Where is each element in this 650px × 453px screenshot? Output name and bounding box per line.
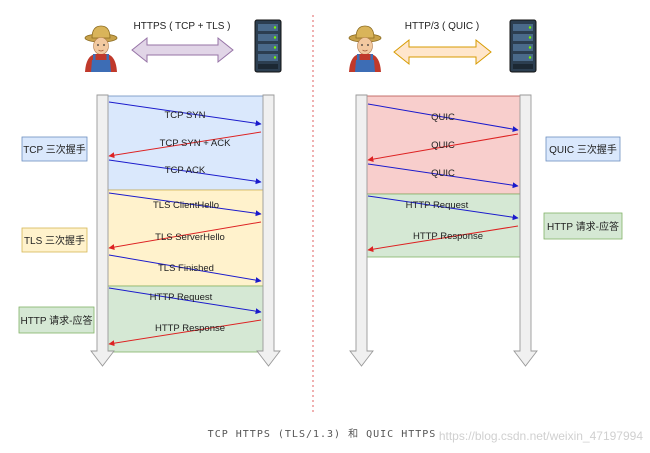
msg-label: TCP ACK — [165, 165, 206, 176]
quic-phase-region — [365, 95, 522, 195]
tls-phase-region — [106, 189, 265, 287]
double-arrow-icon — [393, 38, 492, 66]
msg-arrow-c2s — [367, 163, 519, 189]
msg-label: TCP SYN + ACK — [160, 138, 232, 149]
double-arrow-icon — [131, 36, 234, 64]
msg-label: TLS ServerHello — [155, 232, 225, 243]
phase-label-tls: TLS 三次握手 — [21, 227, 88, 253]
phase-label-tcp: TCP 三次握手 — [21, 136, 88, 162]
msg-arrow-c2s — [108, 287, 262, 315]
msg-label: QUIC — [431, 112, 455, 123]
server-timeline — [256, 94, 281, 367]
phase-label-http: HTTP 请求-应答 — [18, 306, 95, 334]
svg-text:HTTP 请求-应答: HTTP 请求-应答 — [20, 314, 92, 327]
client-timeline — [90, 94, 115, 367]
msg-label: HTTP Response — [413, 231, 483, 242]
msg-arrow-c2s — [108, 159, 262, 185]
msg-label: TLS Finished — [158, 263, 214, 274]
msg-label: HTTP Response — [155, 323, 225, 334]
msg-label: TLS ClientHello — [153, 200, 219, 211]
msg-label: TCP SYN — [164, 110, 205, 121]
svg-text:TCP 三次握手: TCP 三次握手 — [23, 143, 86, 156]
phase-label-quic: QUIC 三次握手 — [545, 136, 621, 162]
svg-text:QUIC 三次握手: QUIC 三次握手 — [549, 143, 617, 156]
msg-arrow-s2c — [108, 221, 262, 251]
msg-label: QUIC — [431, 140, 455, 151]
msg-label: HTTP Request — [406, 200, 469, 211]
figure-caption: TCP HTTPS (TLS/1.3) 和 QUIC HTTPS — [208, 428, 437, 440]
msg-arrow-s2c — [367, 225, 519, 253]
msg-arrow-c2s — [108, 192, 262, 217]
user-icon — [84, 25, 118, 73]
phase-label-http: HTTP 请求-应答 — [543, 212, 623, 240]
server-icon — [254, 19, 282, 73]
server-timeline — [513, 94, 538, 367]
watermark: https://blog.csdn.net/weixin_47197994 — [439, 429, 643, 443]
msg-arrow-s2c — [108, 131, 262, 159]
svg-text:HTTP 请求-应答: HTTP 请求-应答 — [547, 220, 619, 233]
msg-arrow-c2s — [367, 195, 519, 221]
msg-arrow-c2s — [367, 103, 519, 133]
msg-label: QUIC — [431, 168, 455, 179]
msg-arrow-c2s — [108, 254, 262, 284]
client-timeline — [349, 94, 374, 367]
msg-arrow-s2c — [108, 319, 262, 347]
tcp-phase-region — [106, 95, 265, 191]
msg-arrow-s2c — [367, 133, 519, 163]
user-icon — [348, 25, 382, 73]
svg-text:TLS 三次握手: TLS 三次握手 — [24, 234, 85, 247]
msg-label: HTTP Request — [150, 292, 213, 303]
left-protocol-label: HTTPS ( TCP + TLS ) — [134, 21, 231, 32]
server-icon — [509, 19, 537, 73]
right-protocol-label: HTTP/3 ( QUIC ) — [405, 21, 479, 32]
msg-arrow-c2s — [108, 101, 262, 127]
